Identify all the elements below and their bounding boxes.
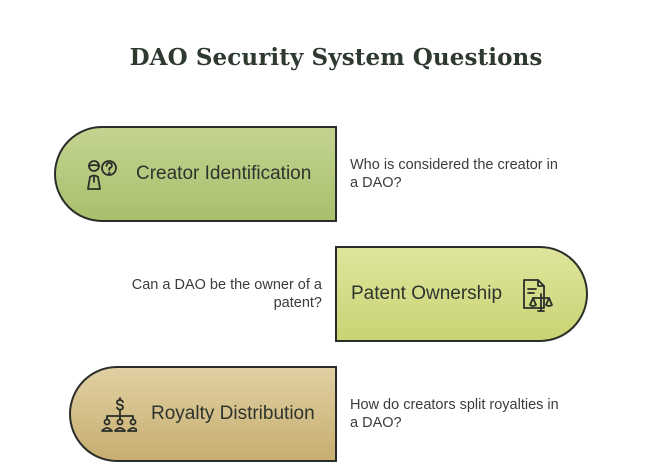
creator-identification-question: Who is considered the creator in a DAO? [350,157,558,191]
royalty-distribution-box: Royalty Distribution [69,366,337,462]
creator-identification-box: Creator Identification [54,126,337,222]
patent-ownership-box: Patent Ownership [335,246,588,342]
royalty-distribution-label: Royalty Distribution [151,403,315,424]
creator-question-icon [87,160,117,190]
patent-ownership-question: Can a DAO be the owner of a patent? [131,277,322,311]
document-scale-icon [523,279,553,312]
creator-identification-label: Creator Identification [136,163,312,184]
royalty-distribution-question: How do creators split royalties in a DAO… [350,397,559,431]
diagram-title: DAO Security System Questions [129,44,543,71]
patent-ownership-label: Patent Ownership [351,283,503,304]
money-people-icon [101,397,137,432]
